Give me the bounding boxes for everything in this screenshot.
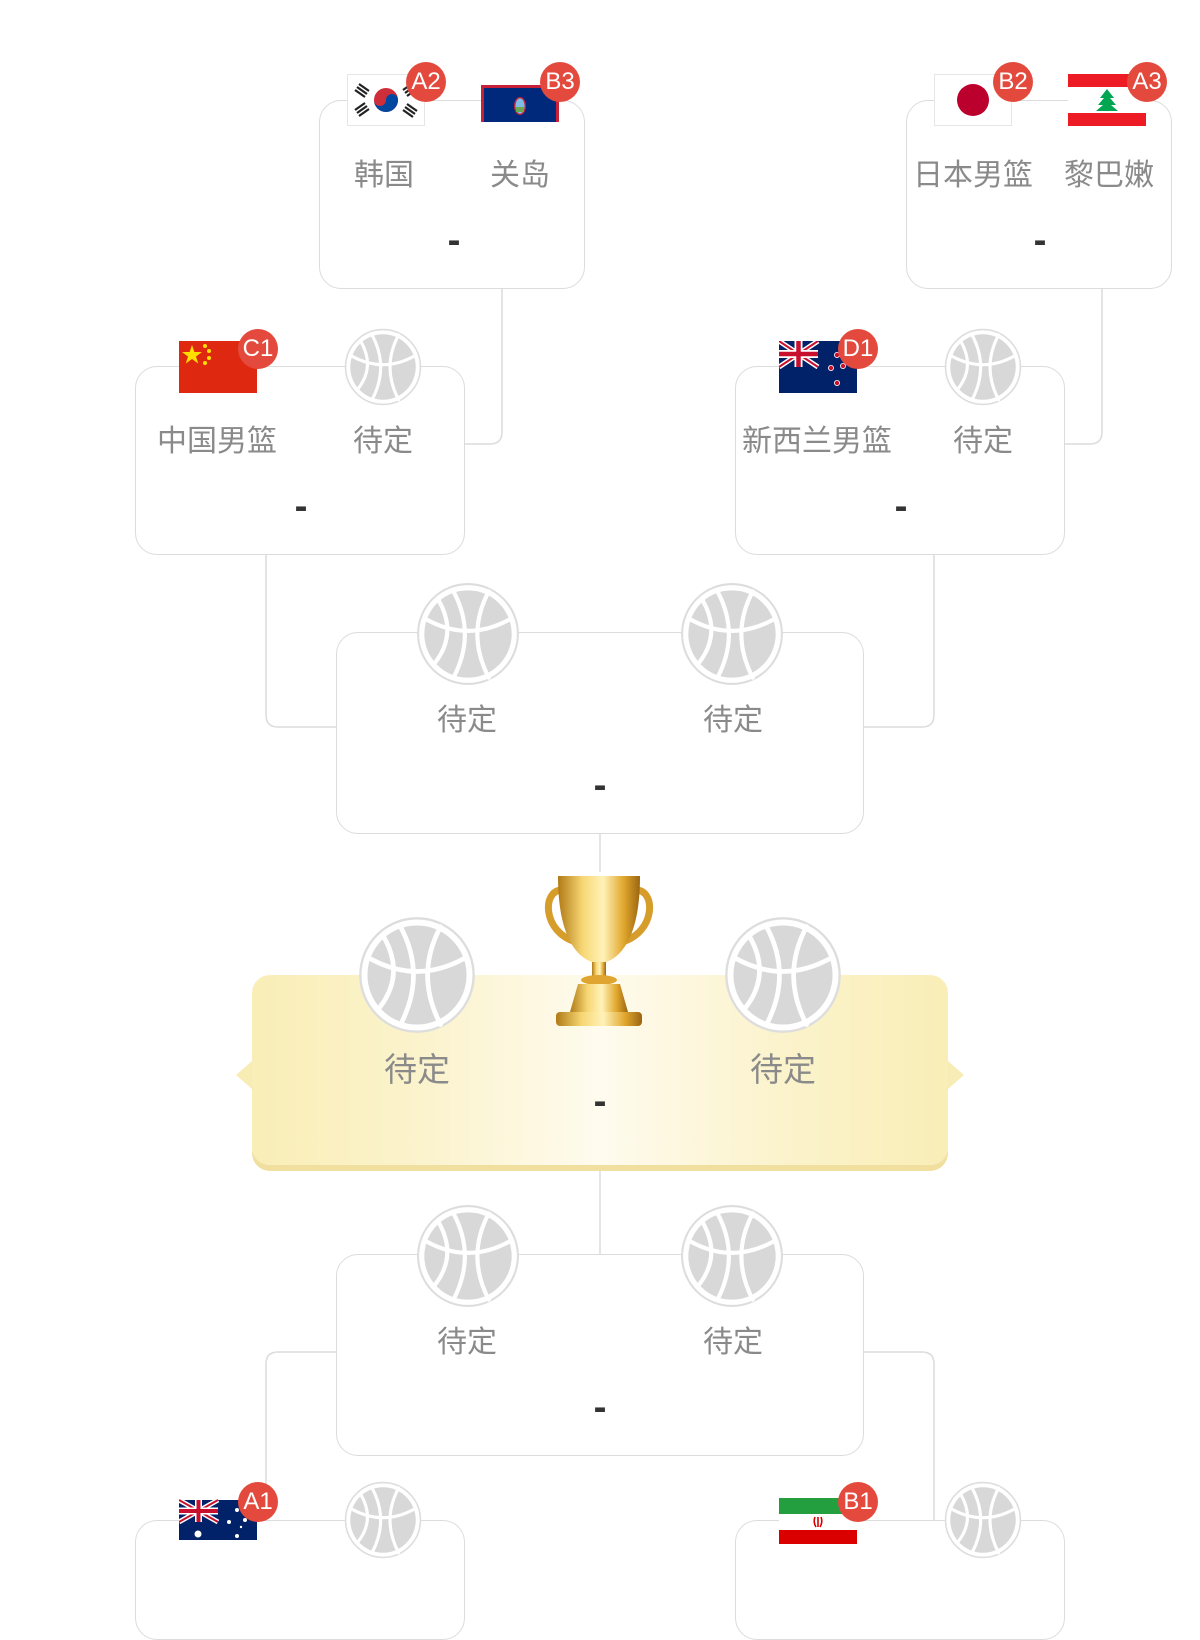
team-name: 关岛 xyxy=(490,158,550,193)
team-name: 新西兰男篮 xyxy=(742,424,892,459)
basketball-icon xyxy=(416,1204,520,1308)
basketball-icon xyxy=(344,328,422,406)
bracket-connectors xyxy=(265,288,1103,1520)
match-card-china[interactable] xyxy=(135,366,465,555)
china-flag-icon xyxy=(179,341,257,393)
match-card-semifinal-top[interactable] xyxy=(336,632,864,834)
match-score: - xyxy=(593,1389,607,1427)
team-name: 待定 xyxy=(750,1050,816,1089)
match-card-korea-guam[interactable] xyxy=(319,100,585,289)
match-card-semifinal-bottom[interactable] xyxy=(336,1254,864,1456)
seed-badge: A1 xyxy=(238,1482,278,1522)
team-name: 黎巴嫩 xyxy=(1064,158,1154,193)
team-name: 待定 xyxy=(703,703,763,738)
basketball-icon xyxy=(416,582,520,686)
trophy-icon xyxy=(540,872,658,1032)
basketball-icon xyxy=(944,1481,1022,1559)
match-score: - xyxy=(1033,222,1047,260)
seed-badge: A2 xyxy=(406,62,446,102)
match-score: - xyxy=(593,1083,607,1121)
basketball-icon xyxy=(680,1204,784,1308)
iran-flag-icon xyxy=(779,1496,857,1544)
basketball-icon xyxy=(358,916,476,1034)
team-name: 待定 xyxy=(437,703,497,738)
match-score: - xyxy=(593,767,607,805)
team-name: 中国男篮 xyxy=(157,424,277,459)
seed-badge: D1 xyxy=(838,329,878,369)
team-name: 待定 xyxy=(953,424,1013,459)
team-name: 日本男篮 xyxy=(913,158,1033,193)
seed-badge: B3 xyxy=(540,62,580,102)
basketball-icon xyxy=(944,328,1022,406)
seed-badge: B2 xyxy=(993,62,1033,102)
team-name: 待定 xyxy=(384,1050,450,1089)
basketball-icon xyxy=(724,916,842,1034)
team-name: 韩国 xyxy=(354,158,414,193)
basketball-icon xyxy=(344,1481,422,1559)
match-score: - xyxy=(294,488,308,526)
team-name: 待定 xyxy=(703,1325,763,1360)
team-name: 待定 xyxy=(353,424,413,459)
seed-badge: A3 xyxy=(1127,62,1167,102)
match-card-new-zealand[interactable] xyxy=(735,366,1065,555)
match-score: - xyxy=(447,222,461,260)
basketball-icon xyxy=(680,582,784,686)
match-card-japan-lebanon[interactable] xyxy=(906,100,1172,289)
team-name: 待定 xyxy=(437,1325,497,1360)
seed-badge: B1 xyxy=(838,1482,878,1522)
seed-badge: C1 xyxy=(238,329,278,369)
match-score: - xyxy=(894,488,908,526)
